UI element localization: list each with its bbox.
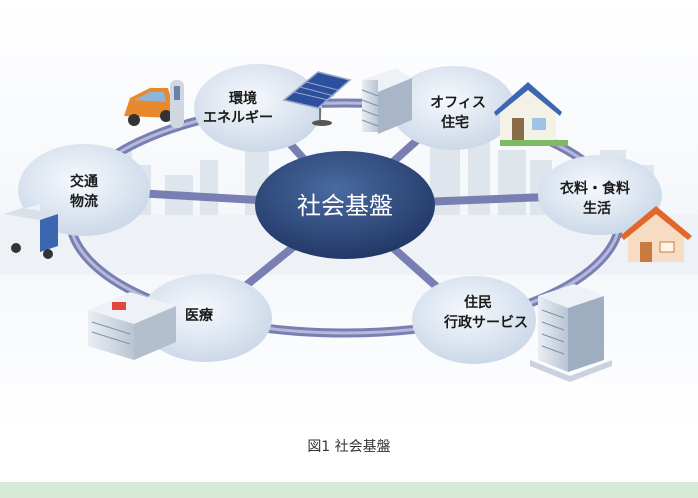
node-admin bbox=[412, 276, 536, 364]
node-medical-label: 医療 bbox=[185, 307, 214, 324]
truck-icon bbox=[4, 204, 58, 259]
footer-bar bbox=[0, 482, 698, 498]
node-transport-label-1: 交通 bbox=[70, 173, 98, 190]
node-energy-label-1: 環境 bbox=[229, 90, 257, 107]
node-clothing-label-1: 衣料・食料 bbox=[560, 180, 630, 197]
hospital-icon bbox=[88, 292, 176, 360]
orange-house-icon bbox=[620, 206, 692, 262]
government-building-icon bbox=[530, 284, 612, 382]
office-building-icon bbox=[361, 68, 412, 134]
node-office-label-2: 住宅 bbox=[441, 114, 469, 131]
node-office bbox=[391, 66, 515, 150]
node-admin-label-2: 行政サービス bbox=[443, 314, 528, 331]
node-energy bbox=[194, 64, 322, 152]
house-icon bbox=[494, 82, 568, 146]
node-office-label-1: オフィス bbox=[430, 95, 486, 111]
node-transport-label-2: 物流 bbox=[70, 193, 98, 210]
social-infrastructure-diagram: 社会基盤 環境 エネルギー オフィス 住宅 衣料・食料 生活 住民 行政サービス… bbox=[0, 0, 698, 430]
electric-car-icon bbox=[124, 80, 184, 128]
solar-panel-icon bbox=[282, 71, 352, 126]
figure-caption: 図1 社会基盤 bbox=[307, 439, 391, 455]
center-label: 社会基盤 bbox=[297, 192, 393, 220]
node-admin-label-1: 住民 bbox=[464, 294, 492, 311]
node-clothing bbox=[538, 155, 662, 235]
node-energy-label-2: エネルギー bbox=[203, 109, 273, 126]
node-clothing-label-2: 生活 bbox=[583, 200, 611, 217]
center-node bbox=[255, 151, 435, 259]
